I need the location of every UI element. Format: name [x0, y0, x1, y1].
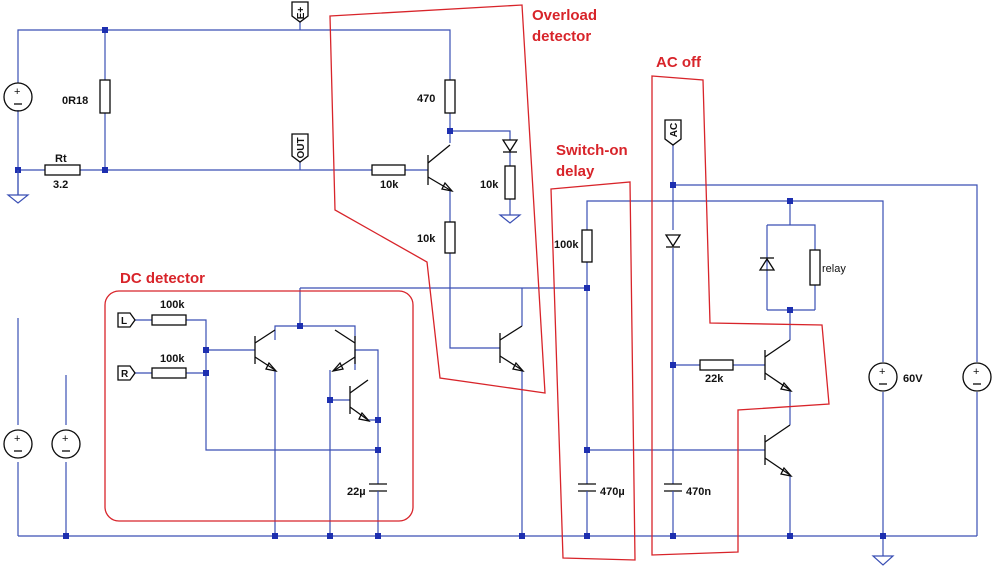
label-60v: 60V [903, 373, 923, 385]
ac-off-outline [651, 75, 830, 556]
overload-detector-outline [329, 4, 546, 394]
port-ac-label: AC [669, 123, 680, 137]
resistor-10k-collector [444, 221, 456, 254]
ground-symbol-left [6, 170, 30, 204]
voltage-source-top-left: + [3, 82, 33, 112]
diode-ac [664, 234, 682, 248]
voltage-source-bottom-left-2: + [51, 429, 81, 459]
transistor-dc-lower [349, 379, 371, 423]
label-rt: Rt [55, 153, 67, 165]
svg-text:+: + [973, 366, 979, 378]
label-rt-value: 3.2 [53, 179, 68, 191]
ground-symbol-overload [498, 214, 522, 224]
resistor-rt [44, 164, 81, 176]
port-out-label: OUT [296, 137, 307, 158]
resistor-22k [699, 359, 734, 371]
resistor-470 [444, 79, 456, 114]
voltage-source-bottom-left-1: + [3, 429, 33, 459]
junctions [15, 27, 886, 539]
relay-coil [809, 249, 821, 286]
label-10k-collector: 10k [417, 233, 436, 245]
port-r-label: R [121, 369, 129, 380]
label-100k-r: 100k [160, 353, 185, 365]
port-ac: AC [664, 119, 682, 146]
overload-title-line2: detector [532, 28, 591, 45]
port-out: OUT [291, 133, 309, 163]
label-100k-l: 100k [160, 299, 185, 311]
label-10k-base: 10k [380, 179, 399, 191]
port-e-plus-label: E+ [296, 7, 307, 20]
transistor-dc-right [331, 329, 356, 373]
port-l-label: L [121, 316, 127, 327]
label-22k: 22k [705, 373, 724, 385]
dc-detector-title: DC detector [120, 270, 205, 287]
port-l: L [117, 312, 136, 328]
transistor-switch-on [499, 325, 525, 373]
port-r: R [117, 365, 136, 381]
ground-symbol-bottom [871, 555, 895, 566]
diode-relay-flyback [758, 257, 776, 271]
label-0r18: 0R18 [62, 95, 88, 107]
voltage-source-60v: + [868, 362, 898, 392]
voltage-source-right: + [962, 362, 992, 392]
transistor-dc-left [254, 329, 278, 373]
label-relay: relay [822, 263, 846, 275]
svg-text:+: + [879, 366, 885, 378]
transistor-overload [427, 144, 454, 193]
transistor-ac-upper [764, 339, 793, 393]
port-e-plus: E+ [291, 1, 309, 23]
resistor-100k-l [151, 314, 187, 326]
svg-text:+: + [62, 433, 68, 445]
switch-on-title-line1: Switch-on [556, 142, 628, 159]
resistor-10k-led [504, 165, 516, 200]
led-overload [501, 139, 519, 153]
overload-title-line1: Overload [532, 7, 597, 24]
capacitor-22u [369, 483, 387, 496]
label-470: 470 [417, 93, 435, 105]
label-100k-delay: 100k [554, 239, 579, 251]
label-22u: 22µ [347, 486, 366, 498]
capacitor-470n [664, 483, 682, 496]
label-470u: 470µ [600, 486, 625, 498]
dc-detector-outline [104, 290, 414, 522]
label-470n: 470n [686, 486, 711, 498]
resistor-100k-r [151, 367, 187, 379]
svg-text:+: + [14, 86, 20, 98]
resistor-100k-delay [581, 229, 593, 263]
switch-on-title-line2: delay [556, 163, 595, 180]
resistor-0r18 [99, 79, 111, 114]
ac-off-title: AC off [656, 54, 702, 71]
capacitor-470u [578, 483, 596, 496]
resistor-10k-base [371, 164, 406, 176]
svg-text:+: + [14, 433, 20, 445]
switch-on-delay-outline [550, 181, 636, 561]
wires [17, 22, 978, 556]
transistor-ac-lower [764, 424, 793, 478]
label-10k-led: 10k [480, 179, 499, 191]
